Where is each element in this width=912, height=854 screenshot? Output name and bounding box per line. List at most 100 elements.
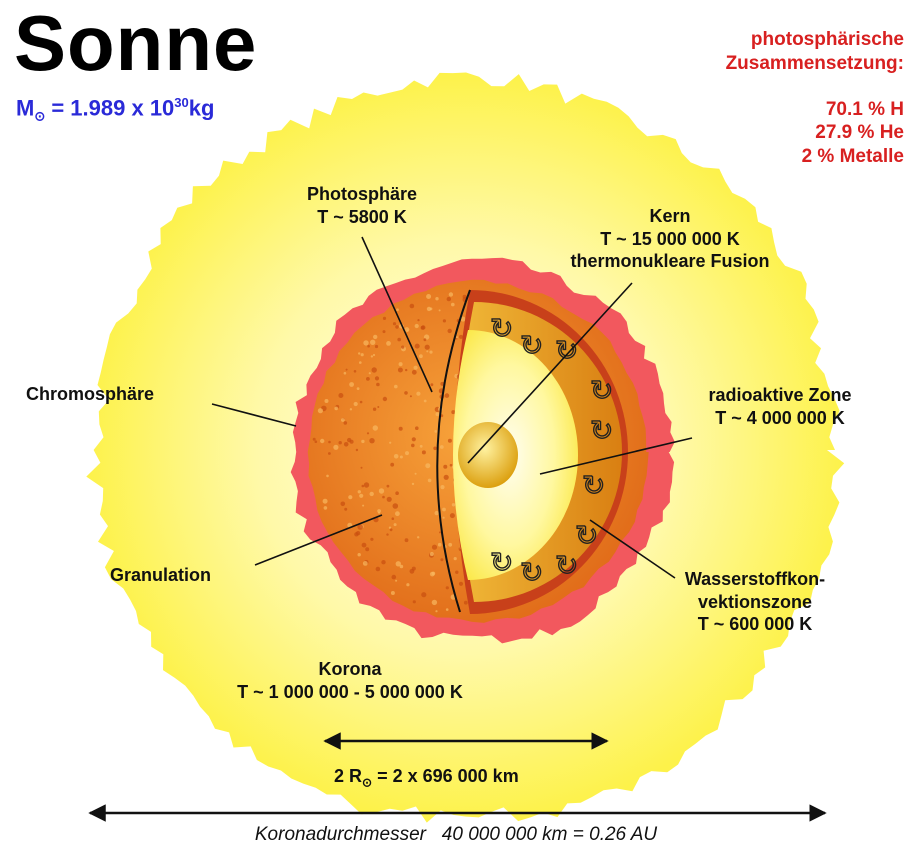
granule (398, 368, 403, 373)
granule (422, 450, 426, 454)
granule (410, 304, 415, 309)
granule (369, 438, 374, 443)
granule (373, 425, 378, 430)
granule (435, 297, 438, 300)
granule (431, 383, 434, 386)
granule (399, 362, 403, 366)
granule (428, 479, 432, 483)
core (458, 422, 518, 488)
granule (394, 523, 397, 526)
granule (425, 463, 430, 468)
granule (426, 294, 431, 299)
granule (371, 355, 373, 357)
granule (348, 495, 352, 499)
granule (438, 543, 442, 547)
granule (370, 538, 373, 541)
granule (358, 553, 361, 556)
convection-curl-icon: ↻ (555, 549, 578, 582)
granule (383, 317, 386, 320)
granule (440, 485, 444, 489)
granule (430, 552, 434, 556)
granule (426, 350, 428, 352)
granule (400, 456, 403, 459)
granule (315, 440, 318, 443)
granule (328, 441, 331, 444)
convection-curl-icon: ↻ (582, 469, 605, 502)
granule (449, 292, 453, 296)
granule (346, 369, 348, 371)
granule (373, 408, 376, 411)
granule (394, 454, 399, 459)
granule (313, 438, 316, 441)
label-corona: Korona T ~ 1 000 000 - 5 000 000 K (190, 658, 510, 703)
granule (361, 467, 363, 469)
granule (433, 447, 437, 451)
granule (387, 485, 390, 488)
granule (392, 575, 397, 580)
granule (376, 567, 381, 572)
granule (424, 400, 427, 403)
granule (446, 608, 449, 611)
granule (377, 509, 381, 513)
granule (430, 572, 435, 577)
granule (406, 583, 409, 586)
granule (395, 511, 400, 516)
granule (367, 432, 369, 434)
granule (320, 439, 324, 443)
label-core: Kern T ~ 15 000 000 K thermonukleare Fus… (520, 205, 820, 273)
granule (383, 397, 387, 401)
granule (421, 592, 426, 597)
granule (366, 377, 370, 381)
granule (443, 319, 446, 322)
granule (417, 536, 419, 538)
granule (415, 426, 419, 430)
label-photosphere: Photosphäre T ~ 5800 K (262, 183, 462, 228)
solar-mass: M⊙ = 1.989 x 1030kg (16, 95, 214, 125)
granule (405, 369, 407, 371)
granule (447, 297, 451, 301)
granule (440, 558, 443, 561)
granule (446, 586, 449, 589)
label-chromosphere: Chromosphäre (26, 383, 154, 406)
granule (359, 494, 363, 498)
granule (372, 367, 377, 372)
granule (443, 517, 445, 519)
granule (377, 406, 379, 408)
granule (373, 354, 375, 356)
granule (379, 488, 384, 493)
granule (333, 445, 338, 450)
granule (393, 503, 399, 509)
granule (354, 370, 357, 373)
label-radiative-zone: radioaktive Zone T ~ 4 000 000 K (680, 384, 880, 429)
granule (350, 408, 352, 410)
convection-curl-icon: ↻ (490, 312, 513, 345)
granule (361, 440, 364, 443)
granule (341, 418, 345, 422)
granule (432, 545, 437, 550)
granule (421, 325, 425, 329)
granule (382, 496, 385, 499)
granule (318, 408, 323, 413)
granule (415, 344, 420, 349)
granule (344, 442, 349, 447)
granule (341, 502, 346, 507)
granule (359, 361, 362, 364)
granule (387, 497, 392, 502)
granule (369, 372, 371, 374)
granule (370, 492, 374, 496)
granule (444, 475, 449, 480)
granule (396, 561, 401, 566)
granule (399, 427, 403, 431)
granule (376, 383, 380, 387)
granule (344, 372, 347, 375)
corona-diameter-label: Koronadurchmesser 40 000 000 km = 0.26 A… (0, 824, 912, 846)
granule (334, 407, 338, 411)
granule (391, 591, 395, 595)
granule (381, 560, 385, 564)
label-granulation: Granulation (110, 564, 211, 587)
granule (349, 382, 354, 387)
granule (328, 452, 331, 455)
granule (365, 547, 369, 551)
granule (455, 571, 458, 574)
